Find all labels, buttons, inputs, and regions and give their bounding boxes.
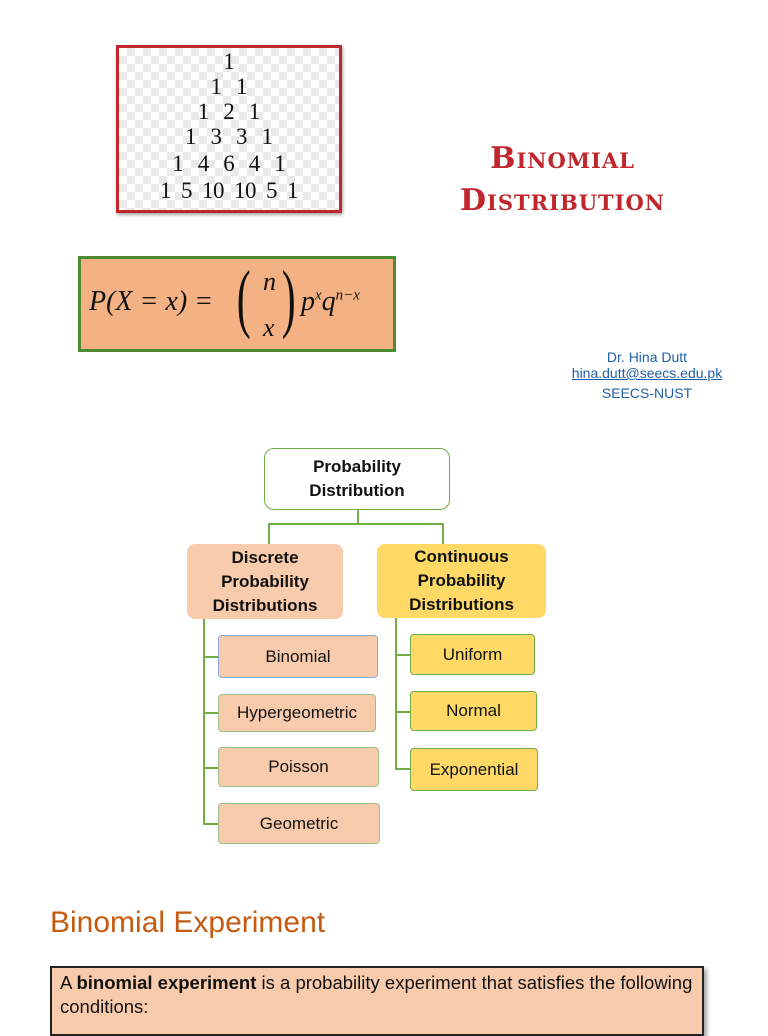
connector xyxy=(357,510,359,524)
connector xyxy=(442,523,444,544)
title-line-2: Distribution xyxy=(460,183,665,218)
binom-bottom: x xyxy=(263,313,275,342)
discrete-category-node: Discrete Probability Distributions xyxy=(187,544,343,619)
connector xyxy=(203,767,219,769)
continuous-item-normal: Normal xyxy=(410,691,537,731)
connector xyxy=(395,711,411,713)
connector xyxy=(268,523,443,525)
pascal-row-1: 1 xyxy=(223,49,235,74)
definition-term: binomial experiment xyxy=(76,972,257,993)
author-name: Dr. Hina Dutt xyxy=(606,349,688,365)
discrete-item-geometric: Geometric xyxy=(218,803,380,844)
title-line-1: Binomial xyxy=(490,141,635,176)
left-paren: ( xyxy=(236,256,251,340)
connector xyxy=(395,618,397,769)
document-title: Binomial Distribution xyxy=(440,138,685,222)
author-affiliation: SEECS-NUST xyxy=(601,385,693,401)
right-paren: ) xyxy=(281,256,296,340)
formula-tail: pxqn−x xyxy=(301,286,360,317)
continuous-item-uniform: Uniform xyxy=(410,634,535,675)
definition-box: A binomial experiment is a probability e… xyxy=(50,966,704,1036)
discrete-item-binomial: Binomial xyxy=(218,635,378,678)
diagram-root-node: Probability Distribution xyxy=(264,448,450,510)
continuous-item-exponential: Exponential xyxy=(410,748,538,791)
connector xyxy=(268,523,270,544)
discrete-item-poisson: Poisson xyxy=(218,747,379,787)
connector xyxy=(203,618,205,824)
connector xyxy=(203,712,219,714)
connector xyxy=(203,656,219,658)
connector xyxy=(395,768,411,770)
discrete-item-hypergeometric: Hypergeometric xyxy=(218,694,376,732)
binomial-formula: P(X = x) = ( n x ) pxqn−x xyxy=(78,256,396,352)
author-block: Dr. Hina Dutt hina.dutt@seecs.edu.pk SEE… xyxy=(552,349,742,401)
binom-top: n xyxy=(263,267,276,296)
continuous-category-node: Continuous Probability Distributions xyxy=(377,544,546,618)
author-email-link[interactable]: hina.dutt@seecs.edu.pk xyxy=(571,365,723,381)
section-heading: Binomial Experiment xyxy=(50,906,326,939)
connector xyxy=(203,823,219,825)
connector xyxy=(395,654,411,656)
formula-lhs: P(X = x) = xyxy=(89,286,214,317)
